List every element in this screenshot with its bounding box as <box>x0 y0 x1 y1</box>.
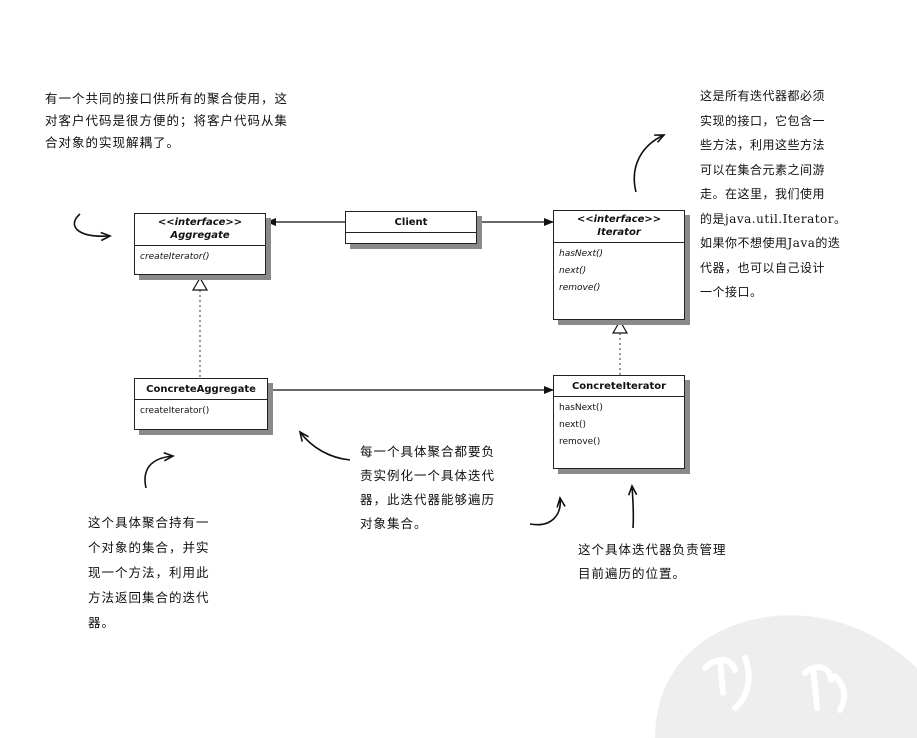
iterator-op: hasNext() <box>559 249 604 259</box>
concrete-aggregate-op: createIterator() <box>140 406 210 416</box>
note-line: 责实例化一个具体迭代 <box>360 468 496 483</box>
note-line: 代器，也可以自己设计 <box>700 260 826 275</box>
note-line: 走。在这里，我们使用 <box>700 187 826 201</box>
concrete-iterator-name: ConcreteIterator <box>571 381 667 392</box>
concrete-aggregate-note: 这个具体聚合持有一 个对象的集合，并实 现一个方法，利用此 方法返回集合的迭代 … <box>88 510 210 635</box>
concrete-aggregate-operations: createIterator() <box>135 400 267 423</box>
iterator-name: Iterator <box>597 227 641 238</box>
concrete-iterator-note: 这个具体迭代器负责管理 目前遍历的位置。 <box>578 538 727 586</box>
note-line: 目前遍历的位置。 <box>578 566 687 581</box>
concrete-iterator-op: hasNext() <box>559 403 603 413</box>
note-line: 对客户代码是很方便的；将客户代码从集 <box>45 113 289 128</box>
iterator-operations: hasNext() next() remove() <box>554 243 684 300</box>
concrete-iterator-op: next() <box>559 420 586 430</box>
uml-diagram: <<interface>> Aggregate createIterator()… <box>45 84 917 738</box>
aggregate-realization-triangle <box>191 276 209 291</box>
iterator-op: remove() <box>559 283 601 293</box>
concrete-iterator-class-box: ConcreteIterator hasNext() next() remove… <box>553 375 685 469</box>
concrete-aggregate-class-box: ConcreteAggregate createIterator() <box>134 378 268 430</box>
aggregate-note: 有一个共同的接口供所有的聚合使用，这 对客户代码是很方便的；将客户代码从集 合对… <box>45 88 288 154</box>
aggregate-stereotype: <<interface>> <box>157 217 243 228</box>
note-line: 实现的接口，它包含一 <box>700 113 826 128</box>
note-line: 些方法，利用这些方法 <box>700 138 826 152</box>
iterator-class-box: <<interface>> Iterator hasNext() next() … <box>553 210 685 320</box>
note-line: 合对象的实现解耦了。 <box>45 135 181 150</box>
connectors-layer <box>73 134 666 529</box>
concrete-aggregate-name: ConcreteAggregate <box>146 384 256 395</box>
aggregate-header: <<interface>> Aggregate <box>135 214 265 246</box>
note-line: 如果你不想使用Java的迭 <box>700 236 841 250</box>
note-line: 方法返回集合的迭代 <box>88 590 210 605</box>
aggregate-name: Aggregate <box>170 230 230 241</box>
client-header: Client <box>346 212 476 233</box>
note-arrow-iterator <box>633 134 666 193</box>
note-line: 这个具体聚合持有一 <box>88 515 210 530</box>
iterator-stereotype: <<interface>> <box>576 214 662 225</box>
note-arrow-aggregate <box>73 213 112 242</box>
note-line: 的是java.util.Iterator。 <box>700 211 847 226</box>
note-line: 个对象的集合，并实 <box>88 540 210 555</box>
note-line: 每一个具体聚合都要负 <box>360 444 496 459</box>
note-line: 器，此迭代器能够遍历 <box>360 492 496 507</box>
note-line: 一个接口。 <box>700 285 763 299</box>
concrete-iterator-header: ConcreteIterator <box>554 376 684 397</box>
note-line: 可以在集合元素之间游 <box>700 162 826 177</box>
aggregate-op: createIterator() <box>140 252 210 262</box>
note-line: 有一个共同的接口供所有的聚合使用，这 <box>45 91 289 106</box>
note-line: 这是所有迭代器都必须 <box>700 89 826 103</box>
concrete-aggregate-header: ConcreteAggregate <box>135 379 267 400</box>
aggregate-operations: createIterator() <box>135 246 265 269</box>
note-line: 器。 <box>88 615 116 630</box>
note-line: 对象集合。 <box>360 516 428 531</box>
note-arrow-create-right <box>529 496 566 526</box>
client-class-box: Client <box>345 211 477 244</box>
concrete-iterator-op: remove() <box>559 437 601 447</box>
note-line: 现一个方法，利用此 <box>88 565 210 580</box>
note-line: 这个具体迭代器负责管理 <box>578 542 727 557</box>
iterator-realization-triangle <box>611 319 629 334</box>
client-name: Client <box>394 217 428 228</box>
aggregate-class-box: <<interface>> Aggregate createIterator() <box>134 213 266 275</box>
watermark-logo <box>655 615 917 738</box>
concrete-iterator-operations: hasNext() next() remove() <box>554 397 684 454</box>
create-iterator-note: 每一个具体聚合都要负 责实例化一个具体迭代 器，此迭代器能够遍历 对象集合。 <box>360 440 495 536</box>
iterator-op: next() <box>559 266 587 276</box>
iterator-note: 这是所有迭代器都必须 实现的接口，它包含一 些方法，利用这些方法 可以在集合元素… <box>700 84 847 305</box>
note-arrow-concrete-aggregate <box>144 452 175 489</box>
note-arrow-create-left <box>298 430 351 461</box>
iterator-header: <<interface>> Iterator <box>554 211 684 243</box>
note-arrow-concrete-iterator <box>627 484 638 529</box>
